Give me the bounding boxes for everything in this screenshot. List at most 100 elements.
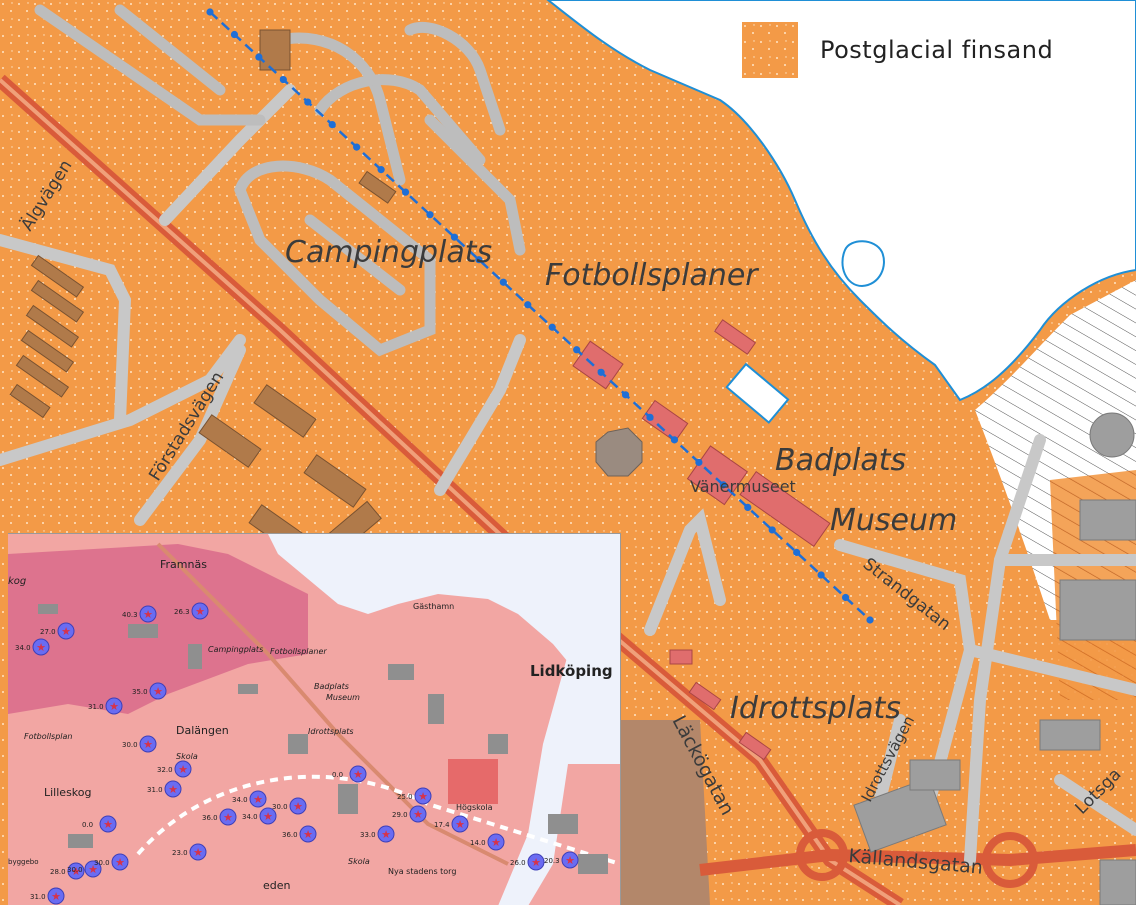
- pool: [725, 362, 790, 424]
- inset-point: 36.0★: [282, 825, 317, 843]
- inset-point-value: 23.0: [172, 849, 188, 857]
- inset-hogskola: [448, 759, 498, 804]
- inset-point-marker: [451, 815, 469, 833]
- inset-point: 30.0★: [122, 735, 157, 753]
- inset-label-lilleskog: Lilleskog: [44, 786, 92, 799]
- inset-point: 28.0★: [50, 862, 85, 880]
- inset-point-star: ★: [168, 783, 178, 796]
- inset-point: 35.0★: [132, 682, 167, 700]
- inset-point-marker: [57, 622, 75, 640]
- inset-point-star: ★: [143, 608, 153, 621]
- survey-points: [206, 8, 874, 624]
- inset-water: [268, 534, 620, 684]
- inset-label-skola-1: Skola: [176, 752, 198, 761]
- inset-buildings: [38, 604, 608, 874]
- inset-point-value: 35.0: [132, 688, 148, 696]
- roundabout-left: [796, 829, 848, 881]
- survey-point: [279, 75, 287, 84]
- inset-point-star: ★: [143, 738, 153, 751]
- inset-label-eden: eden: [263, 879, 291, 892]
- inset-point-star: ★: [455, 818, 465, 831]
- inset-point-star: ★: [61, 625, 71, 638]
- inset-point-marker: [47, 887, 65, 905]
- inset-point: 20.3★: [544, 851, 579, 869]
- label-vanermuseet: Vänermuseet: [690, 477, 796, 496]
- roundabout-right: [982, 832, 1038, 888]
- survey-point: [304, 98, 312, 106]
- inset-point-marker: [249, 790, 267, 808]
- inset-point: 27.0★: [40, 622, 75, 640]
- survey-point: [353, 143, 361, 151]
- inset-point-value: 14.0: [470, 839, 486, 847]
- inset-point-marker: [414, 787, 432, 805]
- inset-point-marker: [139, 605, 157, 623]
- inset-point-star: ★: [418, 790, 428, 803]
- inset-point-marker: [527, 853, 545, 871]
- inset-point-marker: [174, 760, 192, 778]
- inset-point-marker: [189, 843, 207, 861]
- inset-point: 30.0★: [272, 797, 307, 815]
- inset-point-value: 31.0: [30, 893, 46, 901]
- inset-point-star: ★: [71, 865, 81, 878]
- octagon-tank: [595, 427, 643, 477]
- inset-point-star: ★: [223, 811, 233, 824]
- inset-label-museum: Museum: [326, 693, 360, 702]
- inset-road-main: [156, 542, 509, 866]
- survey-point: [255, 53, 263, 61]
- inset-label-hogskola: Högskola: [456, 803, 493, 812]
- survey-point: [377, 166, 385, 174]
- inset-point-marker: [111, 853, 129, 871]
- inset-rail: [136, 774, 620, 866]
- inset-label-campingplats: Campingplats: [208, 645, 263, 654]
- inset-point-value: 34.0: [15, 644, 31, 652]
- survey-point: [328, 120, 336, 129]
- inset-point-star: ★: [353, 768, 363, 781]
- inset-point-star: ★: [193, 846, 203, 859]
- buildings-pink: [572, 319, 831, 761]
- inset-point-marker: [219, 808, 237, 826]
- inset-point-star: ★: [178, 763, 188, 776]
- inset-point-star: ★: [531, 856, 541, 869]
- survey-point: [817, 571, 825, 579]
- inset-point-value: 31.0: [147, 786, 163, 794]
- inset-label-fotbollsplan: Fotbollsplan: [24, 732, 73, 741]
- inset-measurement-points: 40.3★26.3★27.0★34.0★35.0★31.0★30.0★32.0★…: [15, 602, 579, 905]
- inset-point-star: ★: [253, 793, 263, 806]
- inset-point-star: ★: [36, 641, 46, 654]
- inset-point-star: ★: [381, 828, 391, 841]
- survey-point: [548, 323, 556, 331]
- inset-point-star: ★: [263, 810, 273, 823]
- inset-point: 17.4★: [434, 815, 469, 833]
- survey-point: [524, 301, 532, 309]
- survey-point: [719, 481, 727, 489]
- inset-label-badplats: Badplats: [314, 682, 349, 691]
- inset-point: 30.0★: [94, 853, 129, 871]
- survey-point: [206, 8, 214, 16]
- inset-point-marker: [149, 682, 167, 700]
- survey-point: [695, 458, 703, 466]
- survey-point: [230, 30, 239, 39]
- inset-point-marker: [164, 780, 182, 798]
- inset-point-marker: [409, 805, 427, 823]
- label-fotbollsplaner: Fotbollsplaner: [545, 258, 759, 293]
- survey-point: [621, 391, 630, 399]
- survey-point: [744, 503, 752, 512]
- inset-point-value: 30.0: [272, 803, 288, 811]
- inset-point-value: 0.0: [332, 771, 343, 779]
- label-campingplats: Campingplats: [285, 235, 492, 270]
- local-roads: [0, 84, 1136, 866]
- inset-point-value: 33.0: [360, 831, 376, 839]
- survey-point: [793, 548, 801, 557]
- overview-inset-map[interactable]: Framnäs Lidköping Gästhamn Campingplats …: [8, 533, 621, 905]
- inset-point-value: 26.0: [510, 859, 526, 867]
- inset-label-dalangen: Dalängen: [176, 724, 229, 737]
- inset-label-idrottsplats: Idrottsplats: [308, 727, 354, 736]
- inset-point: 40.3★: [122, 605, 157, 623]
- inset-point-value: 26.3: [174, 608, 190, 616]
- inset-point: 23.0 ★: [172, 843, 207, 861]
- inset-point: 36.0★: [202, 808, 237, 826]
- inset-point-value: 25.0: [397, 793, 413, 801]
- inset-label-skog: kog: [8, 576, 26, 587]
- inset-point-value: 34.0: [232, 796, 248, 804]
